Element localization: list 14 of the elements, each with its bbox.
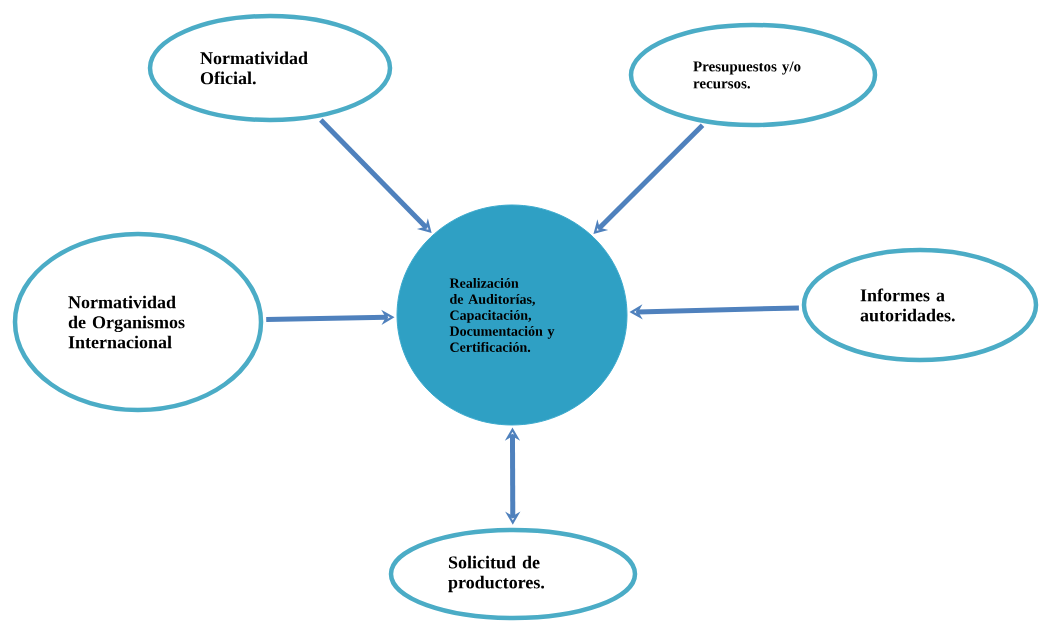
ellipse-node: [12, 231, 264, 413]
node-text: Presupuestos y/o recursos.: [693, 61, 801, 89]
ellipse-node: [801, 247, 1039, 363]
node-text: Realización de Auditorías, Capacitación, Documentación y Certificación.: [449, 278, 555, 352]
ellipse-node: [147, 13, 393, 123]
node-text: Solicitud de productores.: [448, 555, 545, 593]
arrow: [319, 118, 432, 233]
node-text: Informes a autoridades.: [860, 288, 955, 322]
node-text: Normatividad de Organismos Internacional: [68, 295, 185, 349]
ellipse-node: [628, 22, 878, 128]
process-circle: [396, 204, 628, 426]
arrow: [593, 123, 705, 234]
node-text: Normatividad Oficial.: [200, 51, 308, 85]
ellipse-node: [388, 527, 638, 621]
